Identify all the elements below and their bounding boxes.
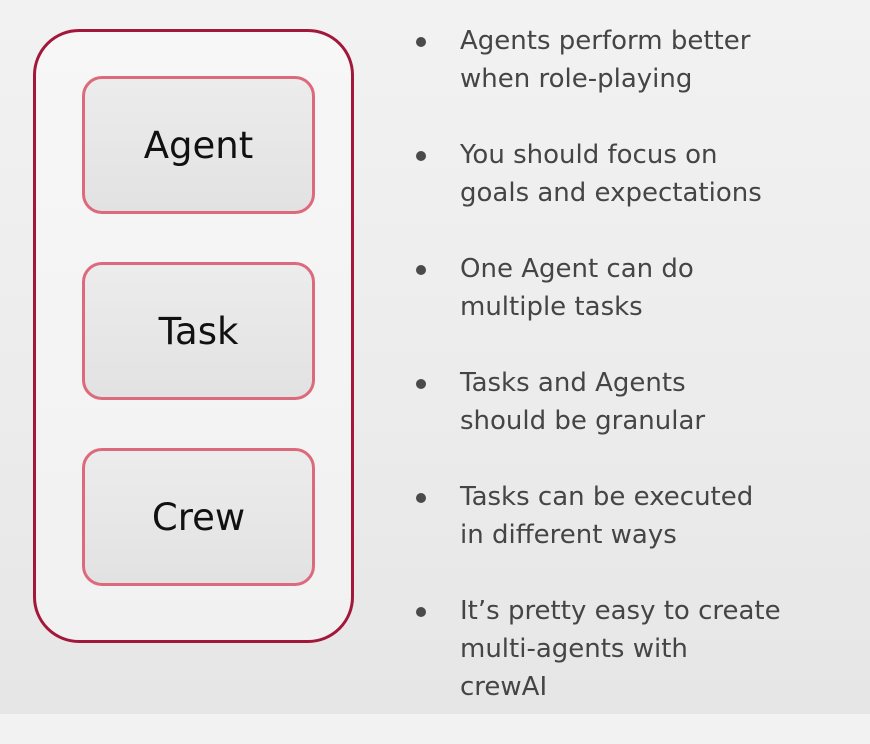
bullet-dot-icon bbox=[416, 607, 426, 617]
bullet-text: One Agent can do multiple tasks bbox=[460, 254, 694, 322]
bullet-text: Tasks and Agents should be granular bbox=[460, 368, 706, 436]
bullet-dot-icon bbox=[416, 379, 426, 389]
bullet-item: Tasks and Agents should be granular bbox=[404, 364, 844, 440]
bullet-dot-icon bbox=[416, 151, 426, 161]
task-label: Task bbox=[158, 309, 239, 353]
bullet-list: Agents perform better when role-playing … bbox=[404, 22, 844, 744]
bullet-dot-icon bbox=[416, 493, 426, 503]
crew-label: Crew bbox=[151, 495, 246, 539]
bullet-item: One Agent can do multiple tasks bbox=[404, 250, 844, 326]
bullet-text: Tasks can be executed in different ways bbox=[460, 482, 754, 550]
bullet-dot-icon bbox=[416, 37, 426, 47]
task-box: Task bbox=[82, 262, 315, 400]
agent-box: Agent bbox=[82, 76, 315, 214]
crew-box: Crew bbox=[82, 448, 315, 586]
bullet-item: It’s pretty easy to create multi-agents … bbox=[404, 592, 844, 706]
bullet-dot-icon bbox=[416, 265, 426, 275]
agent-label: Agent bbox=[143, 123, 254, 167]
bullet-item: You should focus on goals and expectatio… bbox=[404, 136, 844, 212]
bullet-text: Agents perform better when role-playing bbox=[460, 26, 751, 94]
bullet-text: You should focus on goals and expectatio… bbox=[460, 140, 762, 208]
bullet-item: Agents perform better when role-playing bbox=[404, 22, 844, 98]
bullet-text: It’s pretty easy to create multi-agents … bbox=[460, 596, 781, 702]
bullet-item: Tasks can be executed in different ways bbox=[404, 478, 844, 554]
